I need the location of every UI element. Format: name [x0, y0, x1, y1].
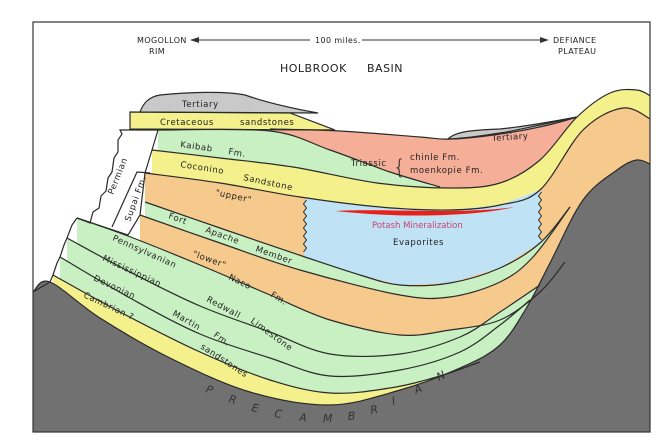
contact-cambrian-top: [52, 274, 481, 394]
scale-label: 100 miles.: [315, 36, 361, 45]
facies-boundary-right: [537, 191, 543, 241]
contact-fort-apache-base: [139, 206, 571, 300]
precambrian-letter: R: [227, 392, 238, 407]
basin-title-1: HOLBROOK: [280, 62, 347, 75]
precambrian-letter: B: [347, 409, 355, 422]
brace: {: [393, 155, 406, 179]
label-cretaceous: Cretaceous: [160, 118, 214, 128]
label-chinle: chinle Fm.: [410, 153, 460, 163]
strata-layers: [33, 89, 650, 432]
label-tertiary-right: Tertiary: [491, 131, 529, 144]
contact-coconino-top: [151, 88, 650, 189]
contact-fort-apache-top: [144, 201, 571, 287]
layer-precambrian: [33, 159, 650, 432]
label-triassic: Triassic: [350, 159, 387, 169]
contact-devonian-top: [59, 256, 531, 378]
scale-arrow-left: [190, 37, 310, 43]
label-cretaceous-2: sandstones: [240, 118, 294, 128]
layer-evaporites: [303, 190, 542, 285]
potash-lens: [335, 207, 515, 216]
precambrian-letter: A: [298, 411, 307, 424]
precambrian-letter: R: [369, 403, 379, 417]
precambrian-letter: P: [204, 383, 215, 398]
stepped-edge: [33, 217, 78, 293]
layer-tertiary-left: [139, 91, 319, 114]
contact-lines: [33, 88, 650, 406]
precambrian-letter: I: [390, 394, 397, 407]
label-evaporites: Evaporites: [393, 238, 444, 248]
right-place-line2: PLATEAU: [558, 47, 596, 56]
label-moenkopie: moenkopie Fm.: [410, 166, 483, 176]
label-tertiary-left: Tertiary: [181, 100, 219, 110]
contact-mississippian-top: [66, 237, 541, 358]
scale-arrow-right: [362, 37, 549, 43]
left-place-line2: RIM: [149, 47, 165, 56]
left-place-line1: MOGOLLON: [137, 36, 187, 45]
right-place-line1: DEFIANCE: [553, 36, 596, 45]
precambrian-letter: M: [323, 412, 333, 425]
label-kaibab: Kaibab: [180, 140, 214, 154]
supai-box-outline: [111, 171, 151, 228]
label-potash: Potash Mineralization: [372, 221, 463, 231]
facies-boundary-left: [302, 199, 308, 253]
header: MOGOLLON RIM 100 miles. DEFIANCE PLATEAU…: [137, 36, 596, 75]
precambrian-letter: E: [250, 401, 260, 415]
basin-title-2: BASIN: [367, 62, 403, 75]
figure-frame: [32, 21, 651, 433]
contact-coconino-base: [144, 107, 650, 211]
contact-triassic-top: [269, 116, 578, 140]
contact-kaibab-top: [157, 128, 441, 188]
precambrian-letter: C: [274, 407, 284, 421]
contact-precambrian-top: [33, 159, 650, 406]
label-kaibab-fm: Fm.: [227, 147, 246, 160]
